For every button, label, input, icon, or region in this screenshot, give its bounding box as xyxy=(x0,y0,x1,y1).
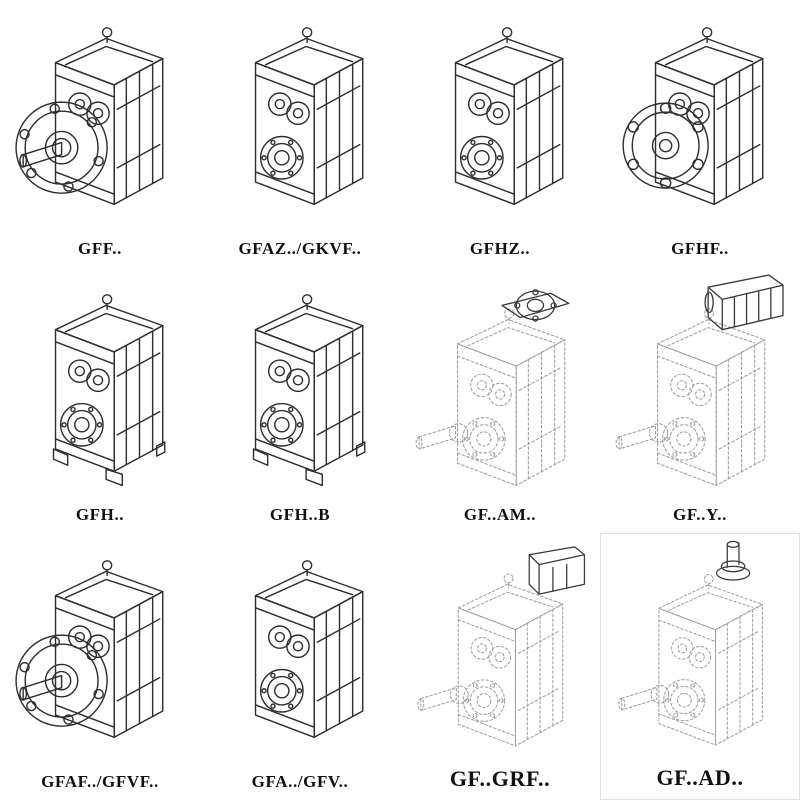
catalog-cell-gfam: GF..AM.. xyxy=(400,267,600,534)
model-label: GFH.. xyxy=(75,505,125,525)
model-label: GFHF.. xyxy=(671,238,729,258)
gearbox-drawing-gfaz xyxy=(202,4,398,237)
catalog-cell-gfgrf: GF..GRF.. xyxy=(400,533,600,800)
gearbox-drawing-gfhb xyxy=(202,271,398,504)
model-label: GF..AM.. xyxy=(463,505,537,525)
gearbox-drawing-gfhf xyxy=(602,4,798,237)
gearbox-drawing-gfh xyxy=(2,271,198,504)
model-label: GF..Y.. xyxy=(673,505,727,525)
model-label: GFAF../GFVF.. xyxy=(41,771,159,791)
gearbox-drawing-gfy xyxy=(602,271,798,504)
model-label: GF..GRF.. xyxy=(449,765,551,791)
catalog-cell-gfaz: GFAZ../GKVF.. xyxy=(200,0,400,267)
gearbox-drawing-gfam xyxy=(402,271,598,504)
catalog-cell-gfa: GFA../GFV.. xyxy=(200,533,400,800)
catalog-cell-gff: GFF.. xyxy=(0,0,200,267)
gearbox-drawing-gfhz xyxy=(402,4,598,237)
catalog-cell-gfaf: GFAF../GFVF.. xyxy=(0,533,200,800)
catalog-cell-gfy: GF..Y.. xyxy=(600,267,800,534)
gearbox-drawing-gff xyxy=(2,4,198,237)
model-label: GF..AD.. xyxy=(656,764,744,790)
catalog-cell-gfhf: GFHF.. xyxy=(600,0,800,267)
gearbox-drawing-gfad xyxy=(603,538,797,763)
catalog-cell-gfad: GF..AD.. xyxy=(600,533,800,800)
catalog-cell-gfhb: GFH..B xyxy=(200,267,400,534)
gearbox-drawing-gfa xyxy=(202,537,398,770)
model-label: GFH..B xyxy=(269,505,331,525)
catalog-cell-gfhz: GFHZ.. xyxy=(400,0,600,267)
gearbox-drawing-gfgrf xyxy=(402,537,598,764)
model-label: GFF.. xyxy=(78,238,122,258)
gearbox-drawing-gfaf xyxy=(2,537,198,770)
model-label: GFA../GFV.. xyxy=(251,771,349,791)
catalog-cell-gfh: GFH.. xyxy=(0,267,200,534)
model-label: GFAZ../GKVF.. xyxy=(238,238,362,258)
model-label: GFHZ.. xyxy=(469,238,531,258)
